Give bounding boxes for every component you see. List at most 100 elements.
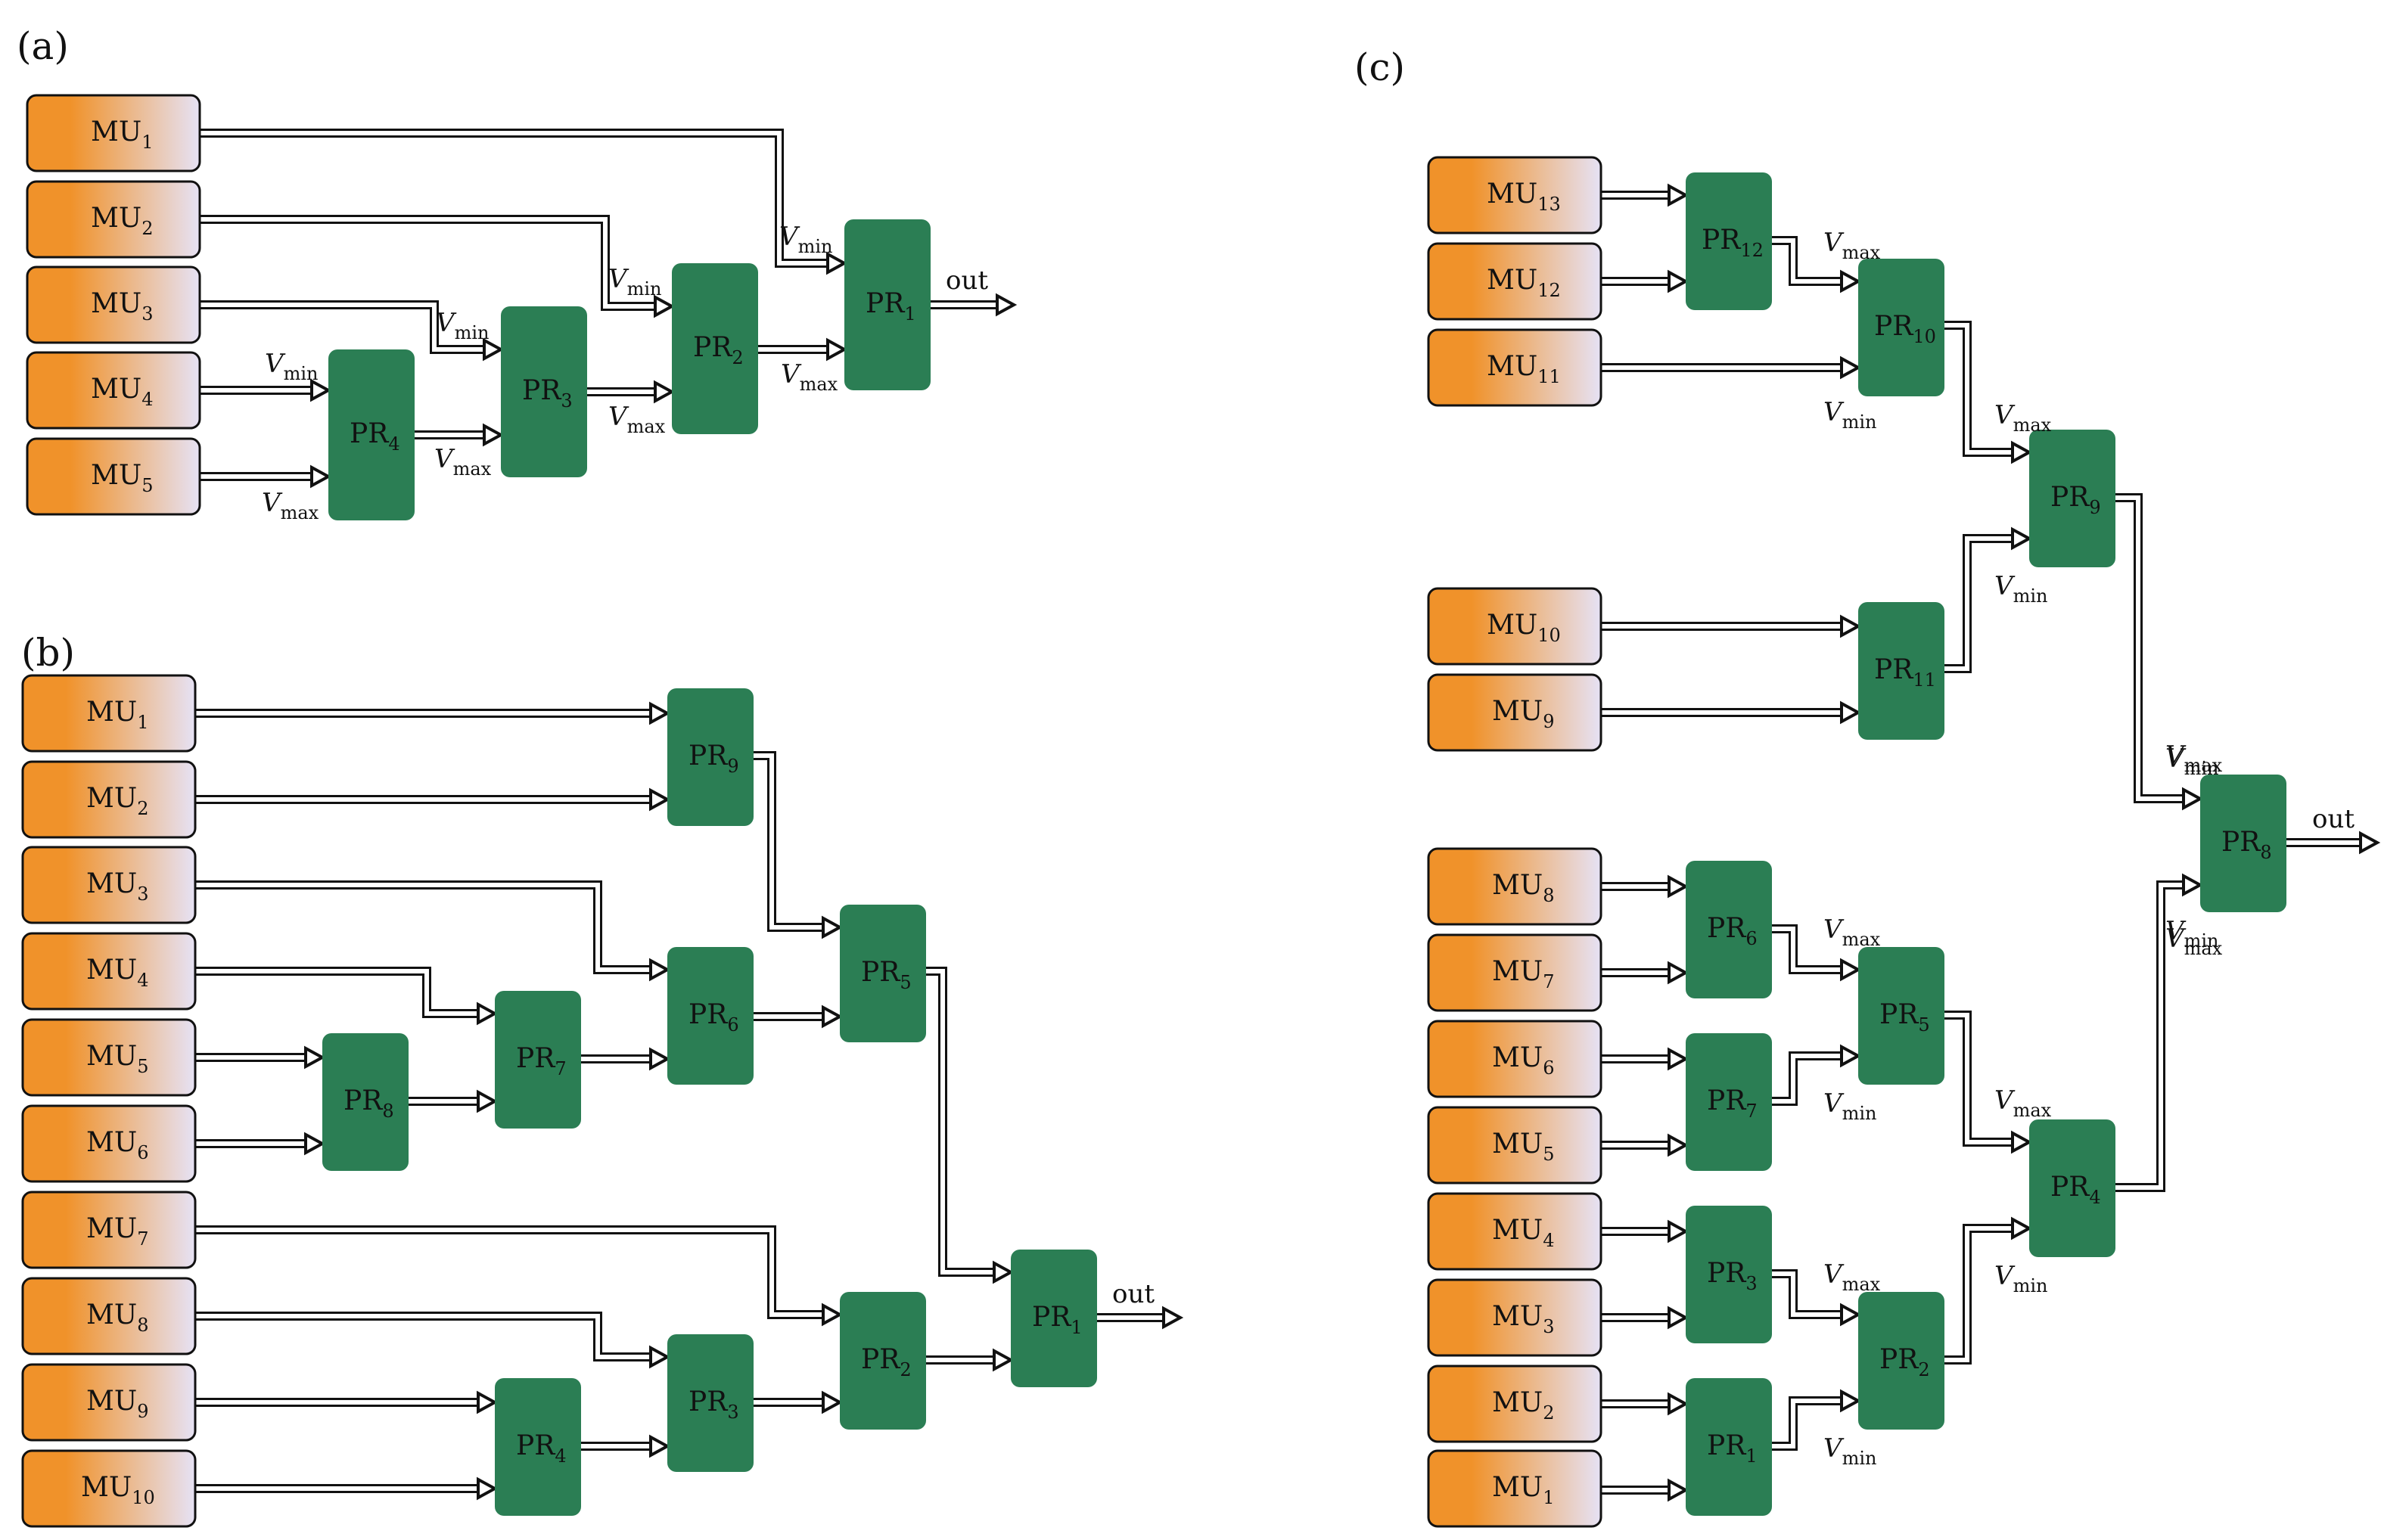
mu-label-sub: 5: [141, 475, 153, 496]
edge-label-sub: max: [1842, 242, 1881, 263]
edge-label-main: V: [779, 222, 800, 252]
mu-label-main: MU: [91, 374, 141, 405]
mu-box: MU1: [21, 674, 197, 753]
mu-label-main: MU: [1492, 1387, 1543, 1418]
mu-label: MU5: [91, 460, 153, 496]
wire-2-8: [2115, 493, 2204, 811]
mu-box: MU12: [1427, 242, 1602, 321]
arrowhead: [996, 293, 1018, 317]
mu-label: MU10: [81, 1472, 155, 1508]
pr-box: PR3: [1686, 1206, 1772, 1343]
edge-label-main: V: [2165, 924, 2187, 954]
mu-label: MU1: [91, 116, 153, 153]
pr-label-main: PR: [516, 1043, 555, 1074]
mu-label: MU6: [1492, 1042, 1554, 1079]
pr-label: PR7: [1707, 1085, 1758, 1122]
edge-label-sub: max: [453, 458, 492, 480]
mu-label-sub: 5: [1543, 1144, 1554, 1165]
edge-label-sub: min: [2013, 585, 2048, 607]
arrowhead: [1840, 1302, 1862, 1327]
mu-label: MU3: [91, 288, 153, 324]
wire-2-12: [1601, 1047, 1689, 1071]
arrowhead: [1668, 1478, 1689, 1502]
arrowhead: [1668, 1133, 1689, 1157]
arrowhead: [310, 378, 332, 402]
mu-label: MU7: [86, 1213, 148, 1250]
mu-label: MU8: [1492, 870, 1554, 906]
wire-1-1: [195, 787, 671, 812]
pr-label: PR1: [1032, 1302, 1083, 1338]
edge-label-main: V: [434, 444, 455, 474]
pr-label: PR8: [343, 1085, 394, 1122]
wire-2-10: [1601, 961, 1689, 985]
edge-label: Vmax: [1823, 228, 1881, 263]
pr-box: PR2: [1858, 1292, 1944, 1430]
pr-label-main: PR: [1707, 1430, 1746, 1461]
edge-label-main: V: [436, 308, 457, 338]
mu-box-rect: [1427, 242, 1602, 321]
pr-label-sub: 3: [1745, 1273, 1757, 1294]
arrowhead: [1668, 1306, 1689, 1330]
edge-label-sub: min: [1842, 1103, 1877, 1124]
arrowhead: [310, 464, 332, 489]
wire-1-13: [195, 1390, 499, 1414]
pr-label: PR5: [1879, 999, 1930, 1035]
mu-box-rect: [21, 1191, 197, 1269]
arrowhead: [1840, 356, 1862, 380]
arrowhead: [2011, 440, 2033, 464]
mu-label: MU7: [1492, 956, 1554, 992]
output-label: out: [946, 265, 988, 296]
pr-box: PR8: [2200, 775, 2286, 912]
arrowhead: [1840, 700, 1862, 725]
mu-label-sub: 3: [141, 303, 153, 324]
edge-label-sub: max: [2013, 414, 2052, 436]
pr-box-rect: [844, 219, 931, 390]
wire-2-17: [1601, 1306, 1689, 1330]
wire-1-12: [195, 1312, 671, 1369]
panel-label-1: (b): [21, 631, 75, 675]
mu-box-rect: [21, 1018, 197, 1097]
mu-label-sub: 3: [1543, 1316, 1554, 1337]
pr-box: PR11: [1858, 602, 1944, 740]
mu-box-rect: [21, 760, 197, 839]
wire-2-5: [1601, 614, 1862, 638]
edge-label-main: V: [781, 359, 802, 390]
pr-box: PR3: [667, 1334, 754, 1472]
pr-box-rect: [1011, 1250, 1097, 1387]
edge-label: Vmax: [608, 402, 666, 437]
pr-box: PR2: [840, 1292, 926, 1430]
edge-label-main: V: [2165, 744, 2187, 774]
edge-label-sub: min: [455, 322, 490, 343]
mu-label-sub: 7: [1543, 971, 1554, 992]
mu-label: MU3: [86, 868, 148, 905]
pr-label: PR4: [350, 418, 400, 455]
mu-label-sub: 13: [1537, 194, 1561, 215]
edge-label: Vmax: [1994, 400, 2052, 436]
mu-box: MU7: [1427, 933, 1602, 1012]
mu-label-main: MU: [86, 955, 137, 986]
pr-label: PR11: [1874, 654, 1936, 691]
mu-label-sub: 6: [1543, 1057, 1554, 1079]
mu-box-rect: [26, 437, 201, 516]
edge-label-sub: min: [1842, 1448, 1877, 1469]
edge-label-sub: min: [627, 278, 662, 300]
pr-label-main: PR: [522, 375, 561, 406]
pr-box: PR1: [1011, 1250, 1097, 1387]
mu-label-sub: 5: [137, 1056, 148, 1077]
pr-label-main: PR: [2050, 482, 2090, 513]
pr-box-rect: [1858, 602, 1944, 740]
wire-2-24: [2286, 831, 2381, 855]
arrowhead: [1840, 614, 1862, 638]
mu-label-sub: 8: [137, 1315, 148, 1336]
pr-box: PR8: [322, 1033, 409, 1171]
pr-label-main: PR: [1032, 1302, 1071, 1333]
pr-label-main: PR: [689, 741, 728, 772]
mu-box: MU5: [26, 437, 201, 516]
pr-label: PR3: [689, 1386, 739, 1423]
arrowhead: [993, 1260, 1015, 1284]
mu-box: MU4: [21, 932, 197, 1011]
pr-label-sub: 5: [1918, 1014, 1929, 1035]
wire-2-11: [1772, 924, 1862, 982]
mu-label-main: MU: [91, 460, 141, 491]
arrowhead: [304, 1045, 326, 1070]
